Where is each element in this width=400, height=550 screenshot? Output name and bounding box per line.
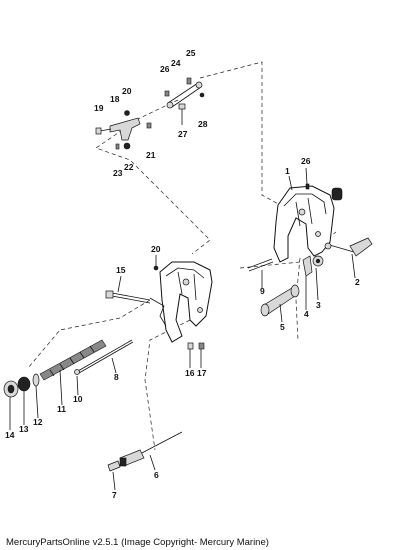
label-part-1: 1	[285, 166, 290, 176]
parts-16-17	[187, 342, 205, 350]
bolt-15	[105, 290, 151, 304]
label-part-11: 11	[57, 404, 66, 414]
top-link-assembly	[164, 77, 205, 125]
shaft-11	[39, 339, 107, 381]
label-part-12: 12	[33, 417, 43, 427]
label-part-20-upper: 20	[122, 86, 132, 96]
label-part-22: 22	[124, 162, 134, 172]
label-part-9: 9	[260, 286, 265, 296]
label-part-28: 28	[198, 119, 208, 129]
small-lever-assembly	[95, 110, 152, 150]
label-part-24: 24	[171, 58, 181, 68]
label-part-26-right: 26	[301, 156, 311, 166]
part-labels: 1 2 3 4 5 6 7 8 9 10 11 12 13 14 15 16 1…	[5, 48, 360, 500]
label-part-3: 3	[316, 300, 321, 310]
cylinder-link	[260, 284, 300, 317]
cable-6	[119, 431, 183, 467]
pin-parts	[247, 255, 324, 277]
label-part-10: 10	[73, 394, 83, 404]
label-part-25: 25	[186, 48, 196, 58]
label-part-13: 13	[19, 424, 29, 434]
label-part-6: 6	[154, 470, 159, 480]
label-part-14: 14	[5, 430, 15, 440]
copyright-footer: MercuryPartsOnline v2.5.1 (Image Copyrig…	[6, 537, 269, 548]
clip-7	[107, 460, 121, 472]
label-part-20-lower: 20	[151, 244, 161, 254]
label-part-16: 16	[185, 368, 195, 378]
label-part-21: 21	[146, 150, 156, 160]
label-part-19: 19	[94, 103, 104, 113]
label-part-8: 8	[114, 372, 119, 382]
label-part-2: 2	[355, 277, 360, 287]
label-part-4: 4	[304, 309, 309, 319]
label-part-27: 27	[178, 129, 188, 139]
label-part-17: 17	[197, 368, 207, 378]
label-part-7: 7	[112, 490, 117, 500]
label-part-15: 15	[116, 265, 126, 275]
leader-lines	[9, 167, 356, 491]
label-part-23: 23	[113, 168, 123, 178]
label-part-5: 5	[280, 322, 285, 332]
rod-8	[74, 339, 134, 375]
label-part-18: 18	[110, 94, 120, 104]
left-bracket	[149, 261, 213, 343]
label-part-26-top: 26	[160, 64, 170, 74]
right-bracket	[273, 183, 373, 263]
washer-nut-knob	[3, 373, 40, 398]
